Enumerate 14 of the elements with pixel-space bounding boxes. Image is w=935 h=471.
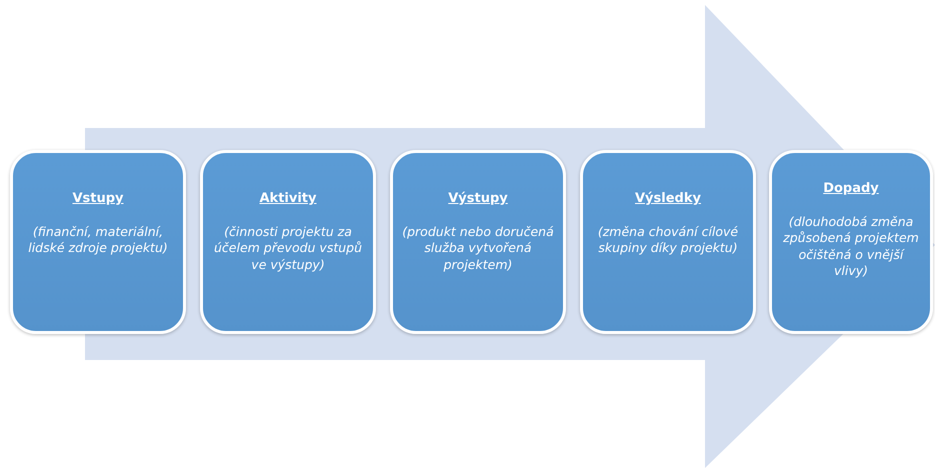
stage-description: (změna chování cílové skupiny díky projektu) [596, 224, 740, 256]
stage-box [390, 150, 566, 334]
stage-description: (finanční, materiální, lidské zdroje projektu) [27, 224, 169, 256]
stage-box [200, 150, 376, 334]
stage-heading: Aktivity [258, 191, 318, 206]
stage-box [580, 150, 756, 334]
stage-heading: Vstupy [71, 191, 125, 206]
stage-description: (produkt nebo doručená služba vytvořená projektem) [401, 224, 555, 273]
stage-heading: Výstupy [447, 191, 509, 206]
stage-heading: Výsledky [634, 191, 702, 206]
stage-description: (činnosti projektu za účelem převodu vstupů ve výstupy) [212, 224, 364, 273]
stage-heading: Dopady [822, 181, 880, 196]
stage-box [10, 150, 186, 334]
stage-description: (dlouhodobá změna způsobená projektem očištěná o vnější vlivy) [782, 214, 920, 279]
